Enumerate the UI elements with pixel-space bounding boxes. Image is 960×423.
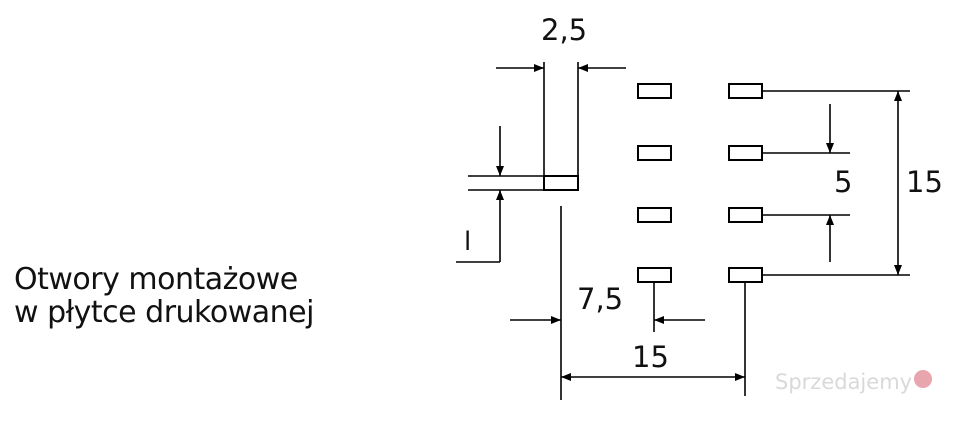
label-pin-width: 2,5 [541, 13, 587, 47]
watermark-badge-icon [914, 370, 933, 388]
hole-right-3 [728, 207, 763, 223]
hole-right-2 [728, 145, 763, 161]
watermark: Sprzedajemy [775, 370, 933, 394]
hole-left-3 [637, 207, 672, 223]
label-column-offset: 7,5 [577, 282, 623, 316]
hole-left-2 [637, 145, 672, 161]
hole-right-4 [728, 267, 763, 283]
hole-right-1 [728, 83, 763, 99]
label-row-pitch: 5 [834, 165, 852, 199]
hole-detail [543, 175, 579, 191]
hole-left-1 [637, 83, 672, 99]
caption-line-2: w płytce drukowanej [14, 295, 314, 330]
label-pin-gap: l [464, 227, 471, 257]
hole-left-4 [637, 267, 672, 283]
mounting-holes [543, 83, 763, 283]
label-column-spacing: 15 [632, 340, 669, 374]
caption-line-1: Otwory montażowe [14, 262, 298, 297]
watermark-text: Sprzedajemy [775, 370, 913, 394]
label-total-height: 15 [906, 165, 943, 199]
